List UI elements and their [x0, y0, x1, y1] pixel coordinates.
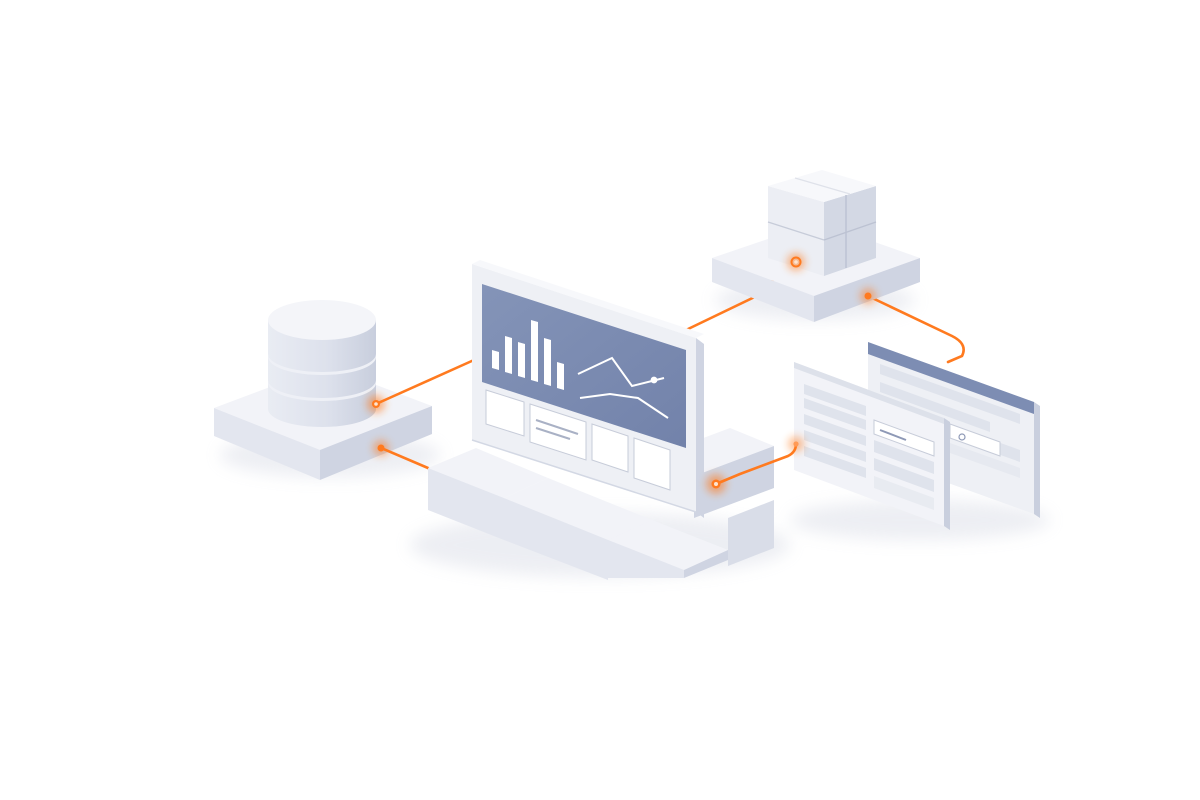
forms-node[interactable]	[794, 342, 1040, 530]
line-chart-icon	[577, 356, 669, 419]
database-links	[374, 358, 476, 470]
dashboard-tiles	[485, 389, 671, 491]
port-storage-top	[787, 253, 805, 271]
document-panels-icon	[794, 362, 950, 530]
form-fields	[873, 419, 935, 510]
port-forms	[788, 436, 804, 452]
bar-chart-icon	[492, 320, 564, 390]
database-node[interactable]	[214, 300, 432, 480]
database-cylinder-icon	[268, 300, 376, 427]
stacked-cubes-icon	[767, 170, 877, 276]
port-database-top	[367, 395, 385, 413]
link-database-to-dashboard-base	[379, 446, 430, 470]
connection-ports	[367, 253, 876, 494]
link-storage-to-forms	[866, 294, 965, 364]
analytics-monitor-icon	[471, 260, 704, 518]
port-dashboard-base	[706, 474, 726, 494]
storage-node[interactable]	[712, 170, 920, 322]
link-database-to-dashboard	[374, 358, 476, 406]
dashboard-node[interactable]	[471, 260, 704, 518]
form-rows	[804, 384, 866, 478]
port-database-base	[373, 440, 389, 456]
port-storage-right	[860, 288, 876, 304]
